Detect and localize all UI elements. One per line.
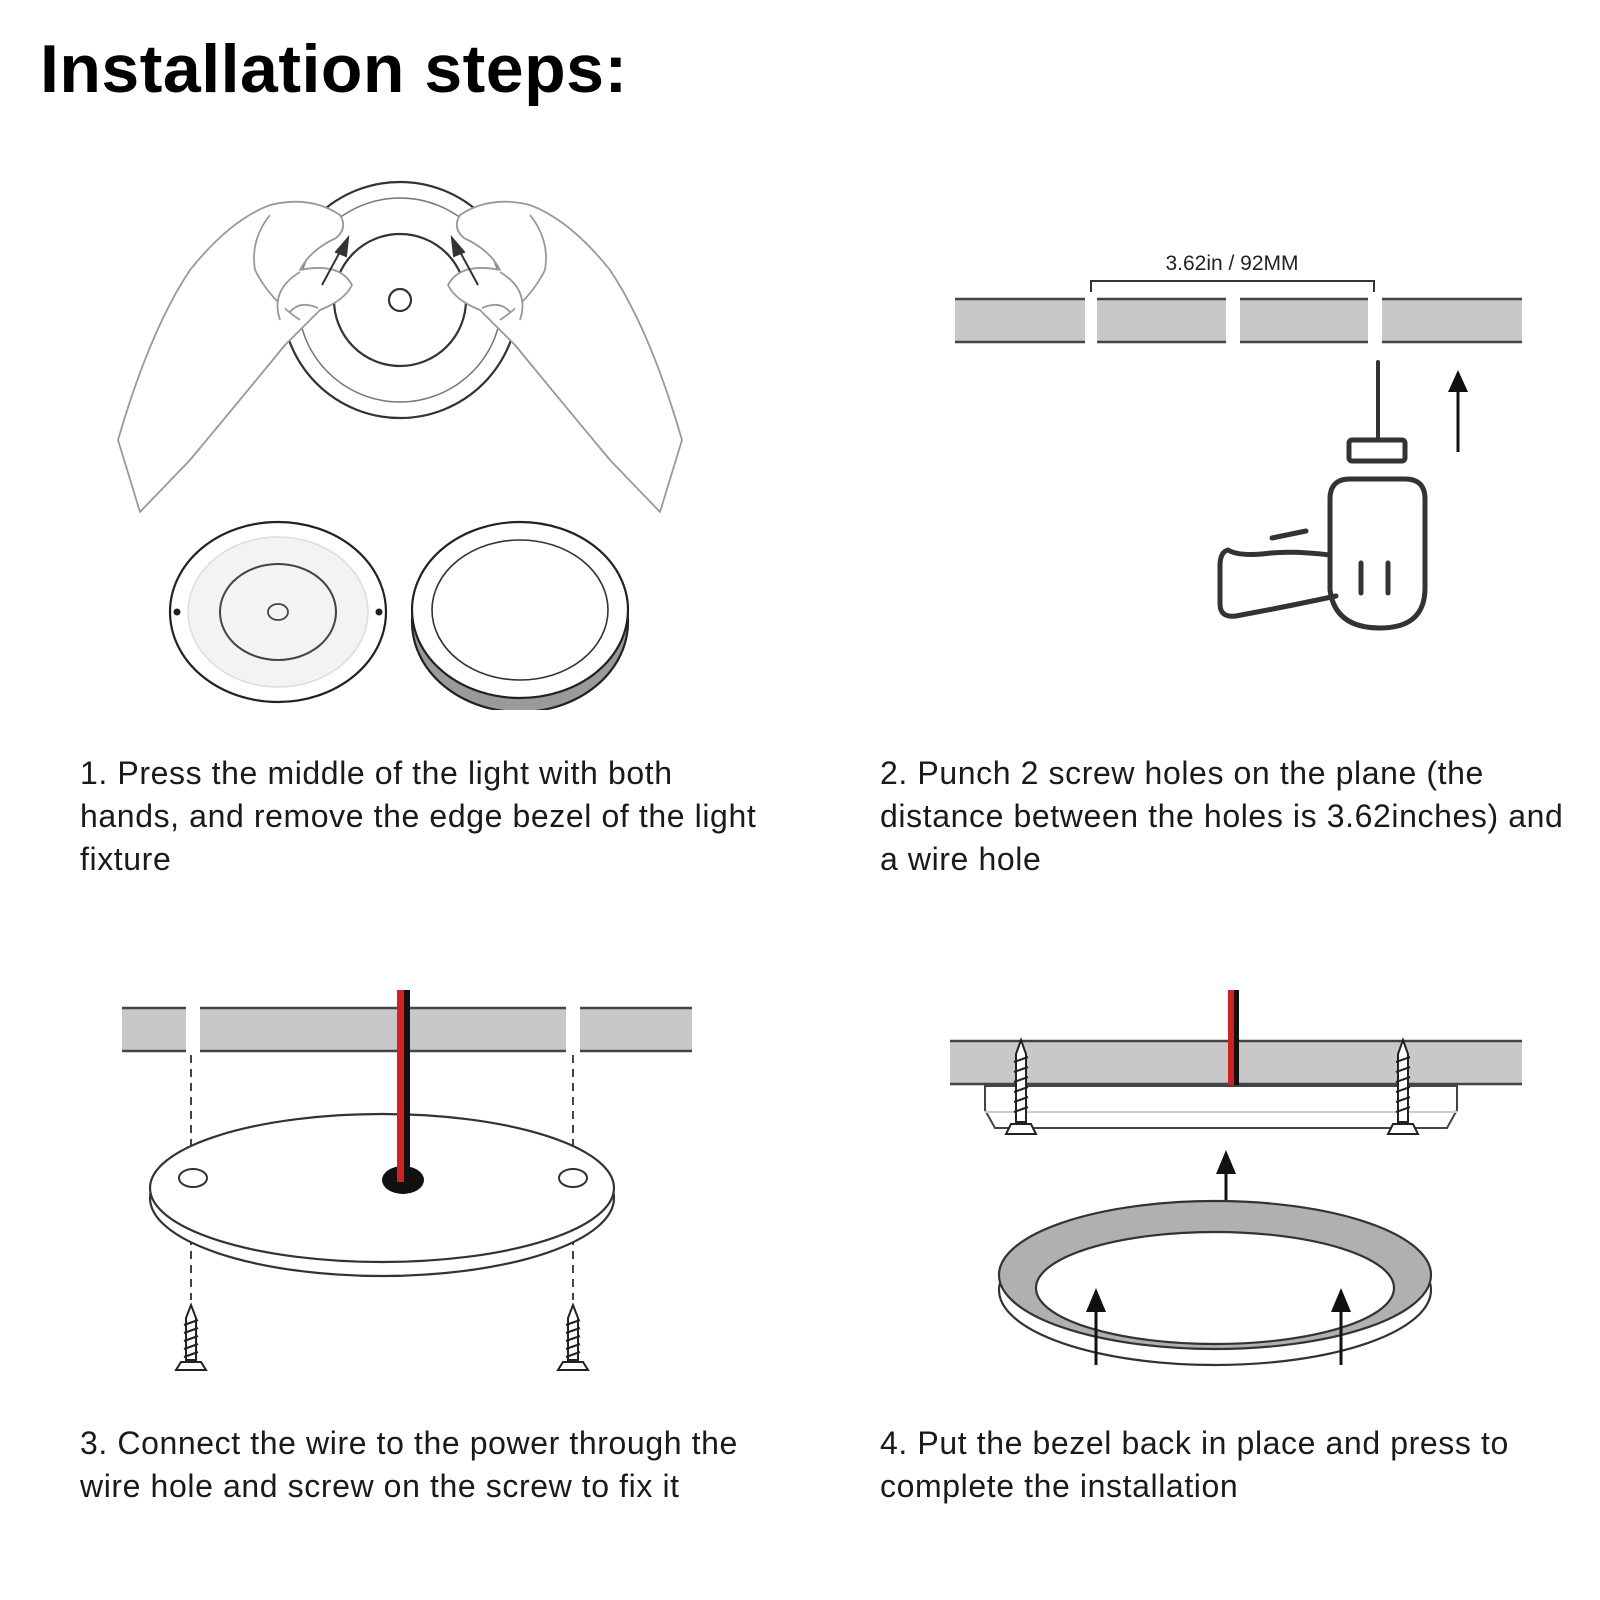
step-1-illustration (117, 180, 683, 710)
bezel-ring (997, 1199, 1433, 1367)
mounting-board (122, 1006, 692, 1053)
drill-icon (1217, 360, 1428, 631)
power-wire (1228, 990, 1239, 1085)
screw-icon (556, 1302, 590, 1371)
up-arrow-icon (1086, 1288, 1106, 1365)
light-fixture-removed (168, 520, 388, 704)
mounted-fixture (984, 1085, 1458, 1129)
bezel-removed (410, 520, 630, 710)
step-2-caption: 2. Punch 2 screw holes on the plane (the… (880, 755, 1564, 877)
mounting-board (955, 297, 1522, 344)
step-1-caption: 1. Press the middle of the light with bo… (80, 755, 757, 877)
up-arrow-icon (1216, 1150, 1236, 1205)
up-arrow-icon (1331, 1288, 1351, 1365)
step-3-illustration (122, 990, 692, 1371)
press-arrows (321, 234, 479, 286)
step-4-caption: 4. Put the bezel back in place and press… (880, 1425, 1509, 1504)
up-arrow-icon (1448, 370, 1468, 452)
page-title: Installation steps: (40, 31, 628, 107)
power-wire (397, 990, 410, 1182)
screw-icon (1386, 1037, 1420, 1135)
dimension-marker (1090, 280, 1375, 292)
light-plate (148, 1112, 616, 1278)
screw-icon (1004, 1037, 1038, 1135)
step-2-illustration: 3.62in / 92MM (955, 252, 1522, 631)
step-3-caption: 3. Connect the wire to the power through… (80, 1425, 738, 1504)
left-hand-illustration (117, 200, 353, 513)
step-4-illustration (950, 990, 1522, 1367)
dimension-label: 3.62in / 92MM (1165, 252, 1298, 275)
screw-icon (174, 1302, 208, 1371)
right-hand-illustration (447, 200, 683, 513)
